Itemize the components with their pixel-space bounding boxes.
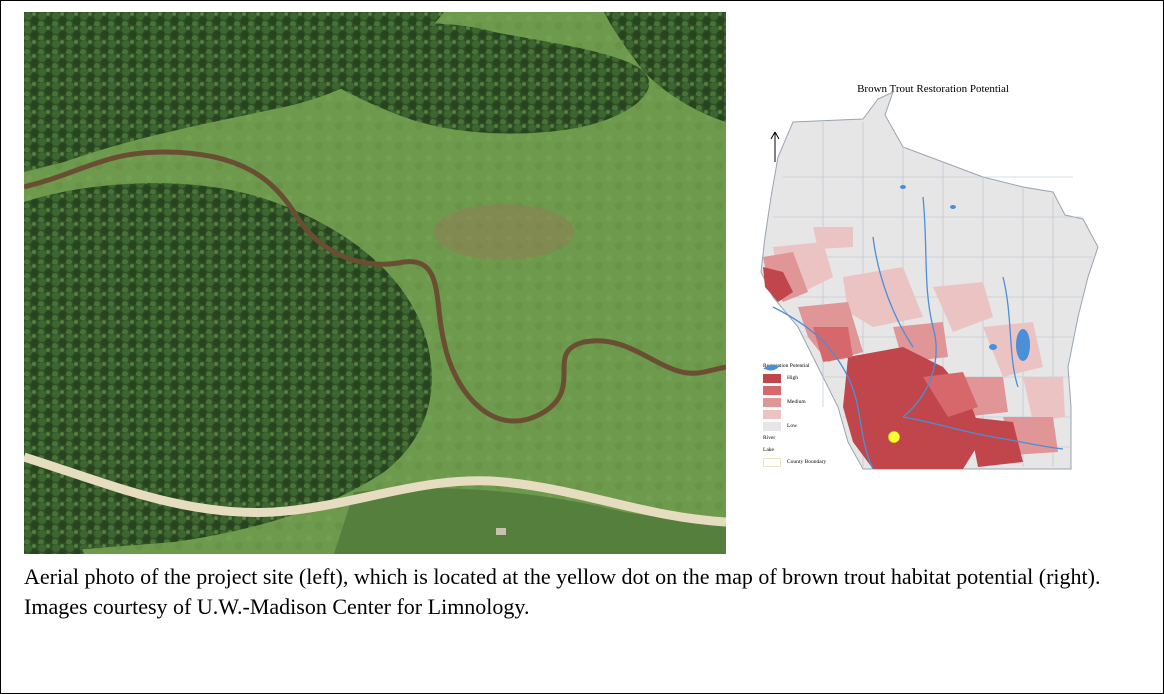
legend-swatch-high (763, 373, 781, 383)
legend-item-medium-low (763, 408, 883, 420)
lake-icon (765, 364, 779, 371)
legend-swatch-medium (763, 397, 781, 407)
aerial-photo-image (24, 12, 726, 554)
wisconsin-map (760, 91, 1099, 470)
map-title: Brown Trout Restoration Potential (857, 83, 1009, 95)
legend-label: River (763, 435, 776, 441)
legend-title: Restoration Potential (763, 363, 810, 369)
legend-item-medium: Medium (763, 396, 883, 408)
legend-item-medium-high (763, 384, 883, 396)
legend-item-river: River (763, 364, 883, 444)
legend-swatch-medium-low (763, 409, 781, 419)
restoration-potential-map: Brown Trout Restoration Potential (753, 77, 1113, 487)
legend-label: Medium (787, 399, 806, 405)
legend-item-lake: Lake (763, 364, 883, 456)
legend-swatch-medium-high (763, 385, 781, 395)
legend-label: High (787, 375, 798, 381)
aerial-photo (24, 12, 726, 554)
site-marker (888, 431, 900, 443)
map-legend: Restoration Potential High Medium Low (763, 363, 883, 468)
legend-label: Lake (763, 447, 774, 453)
county-boundary-icon (763, 457, 781, 467)
legend-swatch-low (763, 421, 781, 431)
legend-item-county-boundary: County Boundary (763, 456, 883, 468)
legend-item-low: Low (763, 420, 883, 432)
legend-label: Low (787, 423, 798, 429)
legend-label: County Boundary (787, 459, 827, 465)
figure-caption: Aerial photo of the project site (left),… (24, 564, 1101, 619)
legend-item-high: High (763, 372, 883, 384)
